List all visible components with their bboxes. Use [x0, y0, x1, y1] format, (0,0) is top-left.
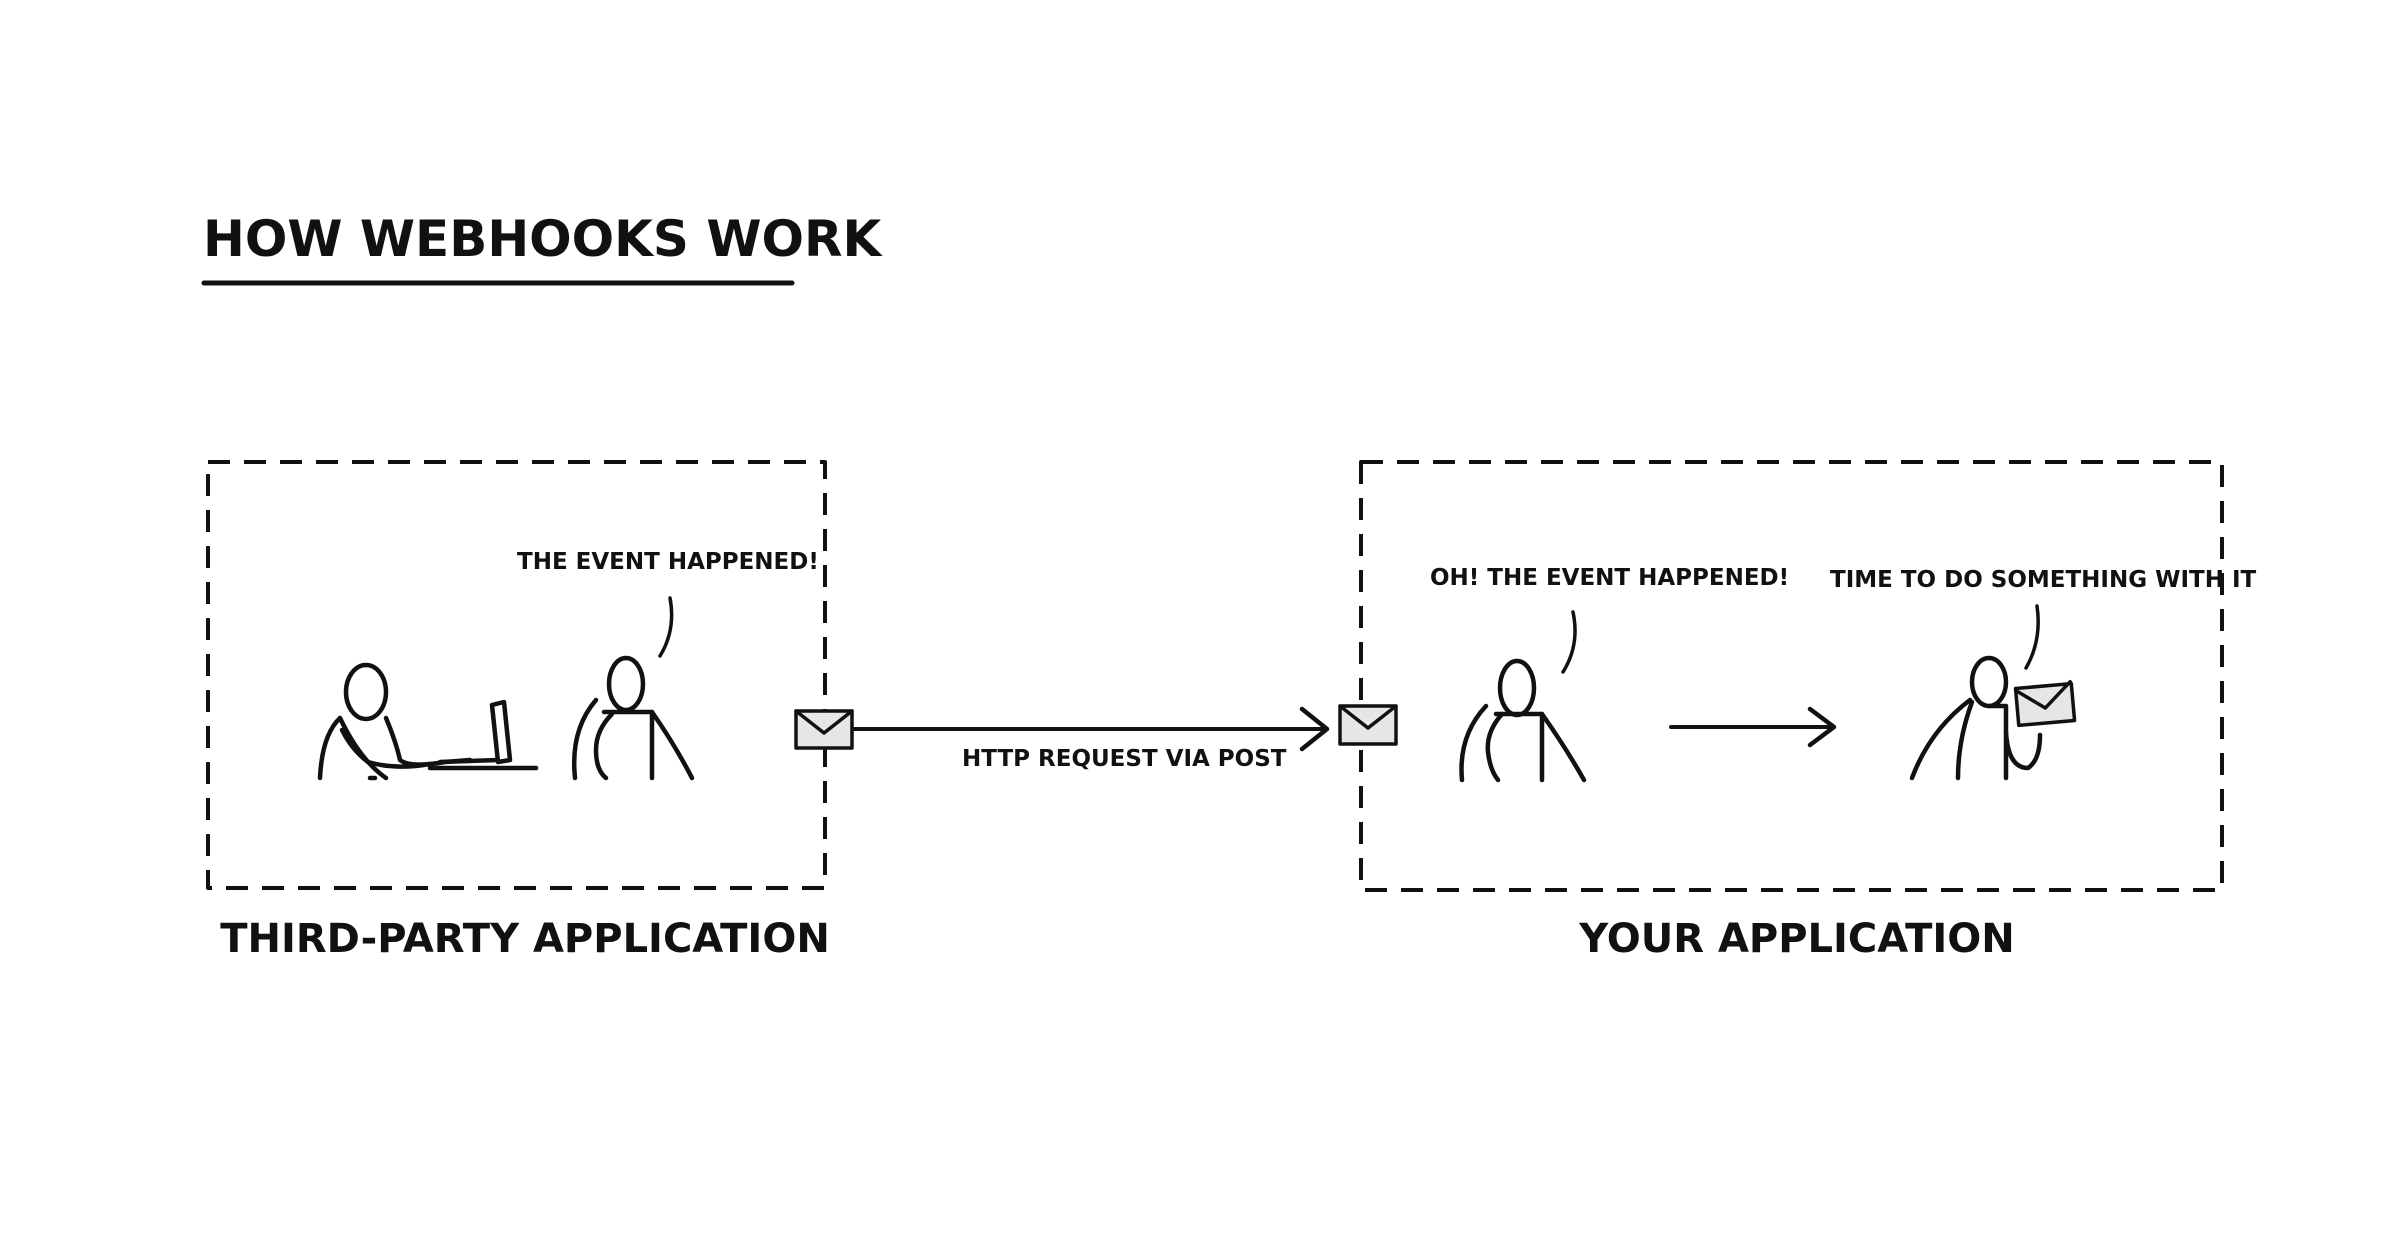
speech-bubble-act: TIME TO DO SOMETHING WITH IT: [1830, 567, 2257, 593]
diagram-title: HOW WEBHOOKS WORK: [203, 210, 882, 268]
speech-tail-receive: [1561, 610, 1577, 674]
http-request-label: HTTP REQUEST VIA POST: [962, 746, 1287, 772]
person-holding-envelope-icon: [1909, 655, 2077, 781]
your-application-label: YOUR APPLICATION: [1579, 916, 2015, 962]
envelope-icon-outgoing: [794, 709, 854, 750]
person-icon-third-party: [571, 655, 695, 781]
third-party-application-label: THIRD-PARTY APPLICATION: [220, 916, 830, 962]
speech-tail-third-party: [658, 596, 674, 658]
envelope-icon-incoming: [1338, 704, 1398, 746]
your-application-box: [1359, 460, 2224, 892]
speech-tail-act: [2024, 604, 2040, 670]
person-icon-receiver: [1459, 658, 1587, 783]
speech-bubble-third-party: THE EVENT HAPPENED!: [517, 549, 819, 575]
third-party-application-box: [206, 460, 827, 890]
http-request-arrow: [852, 706, 1330, 752]
speech-bubble-receive: OH! THE EVENT HAPPENED!: [1430, 565, 1790, 591]
person-at-laptop-icon: [317, 662, 539, 781]
arrow-right-icon: [1669, 706, 1837, 748]
